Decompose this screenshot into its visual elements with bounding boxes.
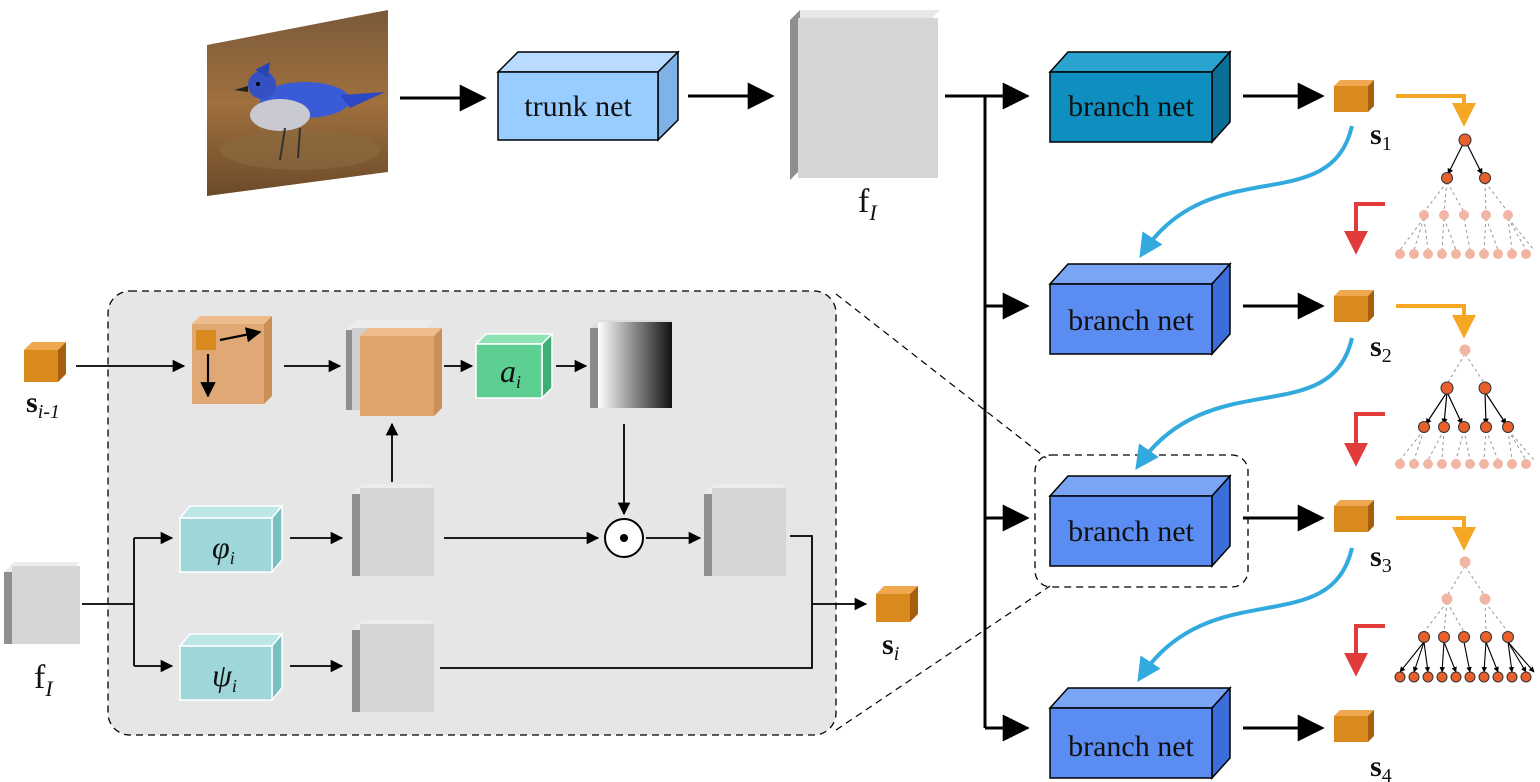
branch-output-arrows (1243, 82, 1325, 742)
attention-label: ai (500, 353, 521, 392)
s3-cube (1334, 500, 1374, 532)
s-prev-label: si-1 (26, 386, 60, 423)
hierarchy-tree-2 (1395, 344, 1535, 469)
hierarchy-tree-1 (1395, 133, 1535, 259)
attention-block: ai (474, 332, 554, 400)
branch-net-2: branch net (1048, 262, 1232, 356)
attended-feature-block (704, 484, 786, 576)
psi-block: ψi (178, 631, 284, 703)
branch-net-3: branch net (1048, 474, 1232, 568)
red-level-arrows (1344, 202, 1385, 677)
hadamard-product (604, 518, 644, 558)
concat-block (346, 320, 442, 416)
feature-main-label: fI (858, 183, 878, 225)
feature-inset-label: fI (34, 659, 54, 701)
psi-label: ψi (212, 657, 237, 696)
branch-net-1-label: branch net (1068, 90, 1194, 123)
s2-cube (1334, 290, 1374, 322)
branch-net-2-label: branch net (1068, 304, 1194, 337)
hierarchy-tree-3 (1394, 556, 1535, 683)
s1-cube (1334, 80, 1374, 112)
phi-label: φi (212, 529, 235, 568)
split-lines (82, 531, 174, 673)
trunk-net-label: trunk net (524, 90, 632, 123)
feature-map-main (790, 10, 940, 180)
s4-cube (1334, 710, 1374, 742)
zoom-lines (835, 293, 1051, 731)
branch-net-4: branch net (1048, 686, 1232, 780)
s3-label: s3 (1370, 540, 1392, 577)
s4-label: s4 (1370, 750, 1392, 782)
branch-distribution-lines (945, 82, 1030, 742)
phi-block: φi (178, 503, 284, 575)
branch-net-3-label: branch net (1068, 515, 1194, 548)
orange-tree-arrows (1396, 94, 1476, 551)
trunk-net-block: trunk net (496, 50, 680, 142)
phi-output-block (352, 484, 434, 576)
s2-label: s2 (1370, 330, 1392, 367)
broadcast-block (192, 316, 272, 404)
feature-map-inset (4, 562, 80, 644)
input-image (207, 10, 388, 196)
branch-net-1: branch net (1048, 50, 1232, 144)
s1-label: s1 (1370, 118, 1392, 155)
merge-lines (440, 535, 868, 669)
blue-feedback-arrows (1135, 125, 1354, 683)
bird-icon (234, 62, 385, 161)
s-out-cube (876, 586, 918, 622)
psi-output-block (352, 620, 434, 712)
s-out-label: si (882, 628, 899, 665)
s-prev-cube (24, 342, 66, 382)
attention-map (590, 320, 672, 408)
branch-net-4-label: branch net (1068, 730, 1194, 763)
